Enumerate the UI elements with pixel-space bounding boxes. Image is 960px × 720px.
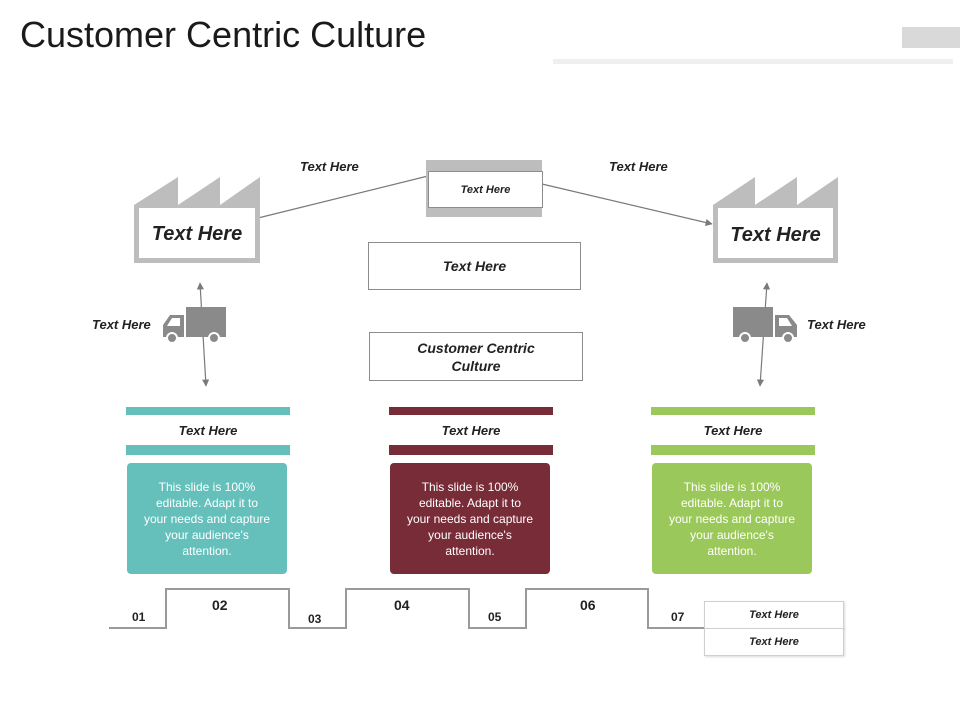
legend-item-1: Text Here	[704, 601, 844, 629]
card-header-1-label: Text Here	[126, 415, 290, 445]
page-title: Customer Centric Culture	[20, 14, 427, 55]
right-factory-label: Text Here	[730, 223, 821, 246]
left-truck-label: Text Here	[92, 317, 151, 332]
mid-text-box: Text Here	[368, 242, 581, 290]
step-04: 04	[394, 597, 410, 613]
right-link-line	[541, 183, 713, 227]
card-header-1: Text Here	[126, 407, 290, 455]
left-truck-icon	[163, 307, 226, 344]
decorative-line	[553, 59, 953, 64]
right-link-label: Text Here	[609, 159, 668, 174]
step-07: 07	[671, 610, 685, 624]
card-body-1: This slide is 100% editable. Adapt it to…	[127, 463, 287, 574]
right-factory-icon	[713, 177, 838, 263]
card-header-2-label: Text Here	[389, 415, 553, 445]
right-truck-label: Text Here	[807, 317, 866, 332]
card-header-2: Text Here	[389, 407, 553, 455]
left-factory-icon	[134, 177, 260, 263]
center-concept-box: Customer Centric Culture	[369, 332, 583, 381]
left-link-line	[257, 175, 429, 219]
card-body-2: This slide is 100% editable. Adapt it to…	[390, 463, 550, 574]
right-truck-icon	[733, 307, 797, 344]
step-05: 05	[488, 610, 502, 624]
step-02: 02	[212, 597, 228, 613]
card-header-3: Text Here	[651, 407, 815, 455]
card-body-3: This slide is 100% editable. Adapt it to…	[652, 463, 812, 574]
left-link-label: Text Here	[300, 159, 359, 174]
hub-box: Text Here	[428, 171, 543, 208]
step-06: 06	[580, 597, 596, 613]
step-01: 01	[132, 610, 146, 624]
step-03: 03	[308, 612, 322, 626]
card-header-3-label: Text Here	[651, 415, 815, 445]
left-factory-label: Text Here	[151, 222, 243, 245]
decorative-bar	[902, 27, 960, 48]
legend-item-2: Text Here	[704, 628, 844, 656]
